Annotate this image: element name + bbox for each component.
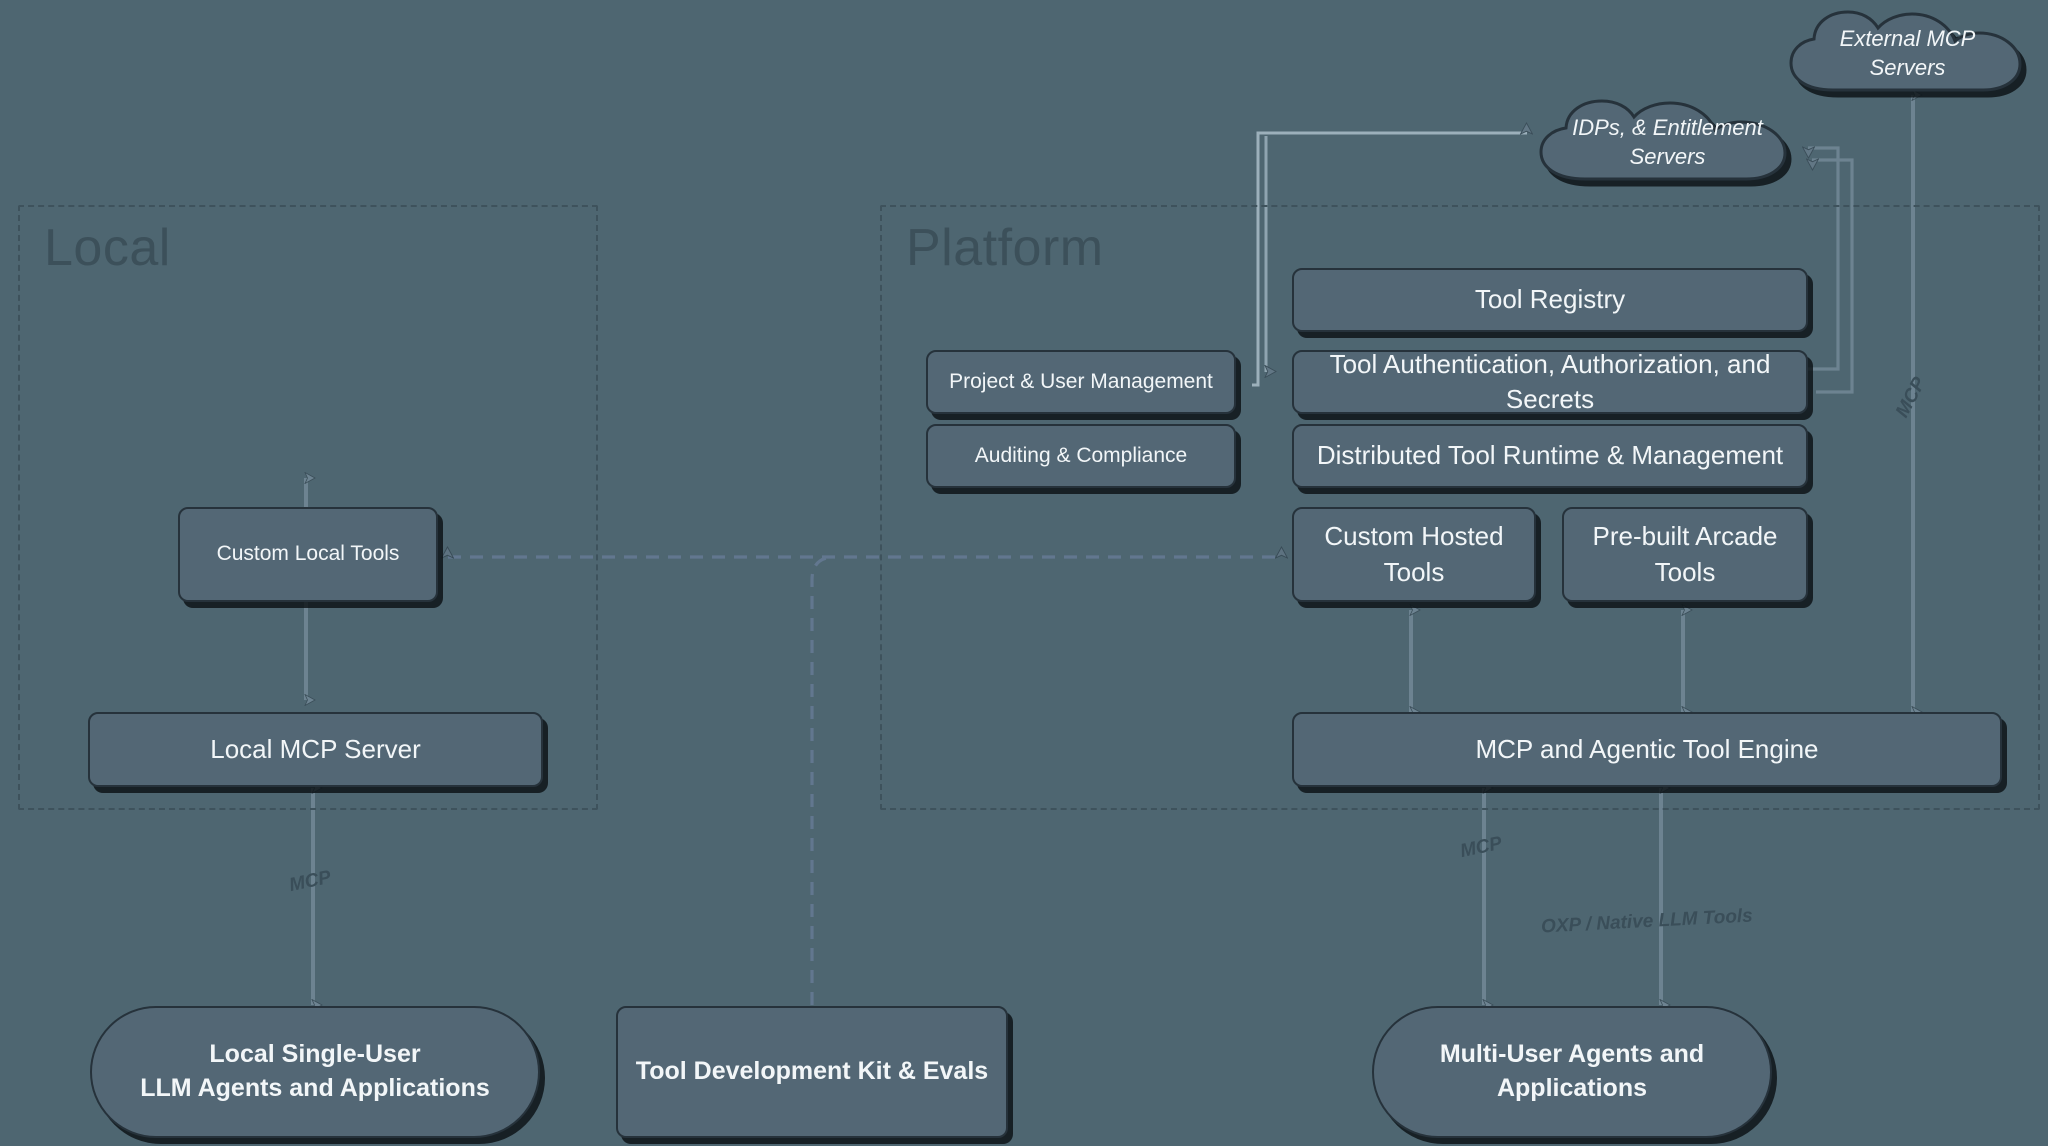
- node-local-agents-line1: Local Single-User: [209, 1040, 421, 1069]
- cloud-external-mcp-servers-label: External MCP Servers: [1839, 26, 1976, 80]
- group-platform: [880, 205, 2040, 810]
- group-local-title: Local: [44, 219, 171, 277]
- group-local: [18, 205, 598, 810]
- node-local-agents-line2: LLM Agents and Applications: [140, 1074, 490, 1102]
- cloud-external-mcp-servers[interactable]: External MCP Servers: [1775, 8, 2040, 100]
- node-distributed-tool-runtime-management[interactable]: Distributed Tool Runtime & Management: [1292, 424, 1808, 488]
- node-multi-user-agents-line2: Applications: [1496, 1074, 1647, 1102]
- cloud-shape-icon: [1539, 99, 1787, 181]
- node-multi-user-agents-line1: Multi-User Agents and: [1439, 1040, 1705, 1069]
- node-local-mcp-server[interactable]: Local MCP Server: [88, 712, 543, 787]
- node-mcp-agentic-tool-engine[interactable]: MCP and Agentic Tool Engine: [1292, 712, 2002, 787]
- node-tool-development-kit[interactable]: Tool Development Kit & Evals: [616, 1006, 1008, 1138]
- node-project-user-management[interactable]: Project & User Management: [926, 350, 1236, 414]
- cloud-shape-icon: [1789, 10, 2022, 92]
- edge-label-mcp-local: MCP: [287, 866, 333, 897]
- cloud-idps-entitlement-servers-label: IDPs, & Entitlement Servers: [1572, 115, 1763, 169]
- group-platform-title: Platform: [906, 219, 1104, 277]
- node-auditing-compliance[interactable]: Auditing & Compliance: [926, 424, 1236, 488]
- node-local-single-user-agents[interactable]: Local Single-User LLM Agents and Applica…: [90, 1006, 540, 1138]
- node-multi-user-agents[interactable]: Multi-User Agents and Applications: [1372, 1006, 1772, 1138]
- edge-label-mcp-platform: MCP: [1458, 832, 1504, 863]
- node-custom-local-tools[interactable]: Custom Local Tools: [178, 507, 438, 602]
- node-prebuilt-arcade-tools[interactable]: Pre-built Arcade Tools: [1562, 507, 1808, 602]
- node-custom-hosted-tools[interactable]: Custom Hosted Tools: [1292, 507, 1536, 602]
- cloud-idps-entitlement-servers[interactable]: IDPs, & Entitlement Servers: [1525, 97, 1810, 189]
- node-tool-authentication-authorization-secrets[interactable]: Tool Authentication, Authorization, and …: [1292, 349, 1808, 414]
- edge-label-oxp-native-llm-tools: OXP / Native LLM Tools: [1540, 905, 1754, 938]
- node-tool-registry[interactable]: Tool Registry: [1292, 268, 1808, 332]
